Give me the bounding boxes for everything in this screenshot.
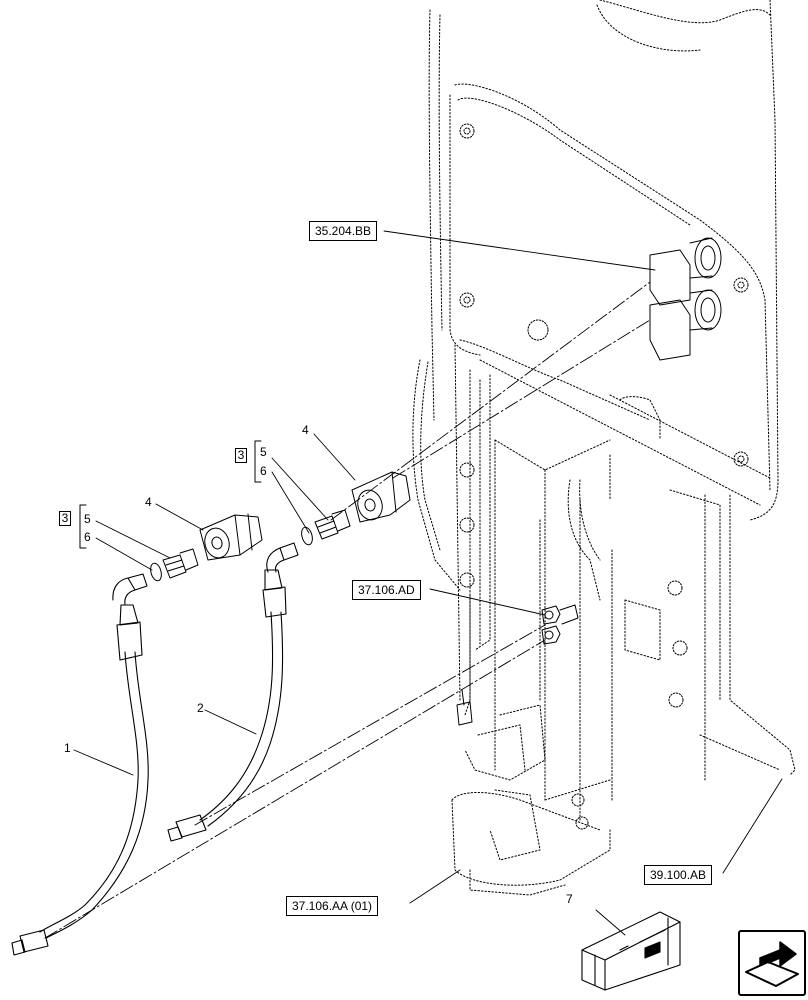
parts-kit-box-icon [581, 911, 681, 991]
item-3-left: 3 [59, 511, 71, 526]
item-6-right: 6 [260, 464, 267, 478]
item-6-left: 6 [84, 530, 91, 544]
small-valve [456, 689, 473, 726]
item-7: 7 [566, 892, 573, 906]
o-ring-6-left [150, 562, 162, 582]
item-3-right: 3 [235, 448, 247, 463]
remote-valve-couplers [649, 237, 722, 361]
item-4-right: 4 [302, 423, 309, 437]
coupler-4-right [351, 471, 411, 523]
item-4-left: 4 [145, 495, 152, 509]
coupler-4-left [199, 513, 263, 561]
tractor-side-fittings [541, 604, 579, 645]
leader-lines [73, 230, 783, 936]
tractor-frame-outline [412, 0, 796, 896]
alignment-lines [44, 281, 651, 939]
item-2: 2 [197, 701, 204, 715]
hose-2 [167, 542, 299, 842]
ref-37-106-ad[interactable]: 37.106.AD [352, 580, 421, 600]
ref-37-106-aa-01[interactable]: 37.106.AA (01) [286, 896, 379, 916]
adapter-5-left [162, 548, 199, 579]
bracket-lines [79, 440, 262, 549]
ref-35-204-bb[interactable]: 35.204.BB [309, 221, 378, 241]
panel-bolts [459, 123, 749, 830]
navigate-button[interactable] [738, 930, 806, 996]
hose-1 [11, 573, 149, 956]
arrow-turn-icon [745, 941, 799, 987]
item-5-left: 5 [84, 512, 91, 526]
item-5-right: 5 [260, 445, 267, 459]
item-1: 1 [64, 741, 71, 755]
adapter-5-right [314, 509, 351, 540]
ref-39-100-ab[interactable]: 39.100.AB [644, 865, 713, 885]
o-ring-6-right [301, 526, 313, 546]
